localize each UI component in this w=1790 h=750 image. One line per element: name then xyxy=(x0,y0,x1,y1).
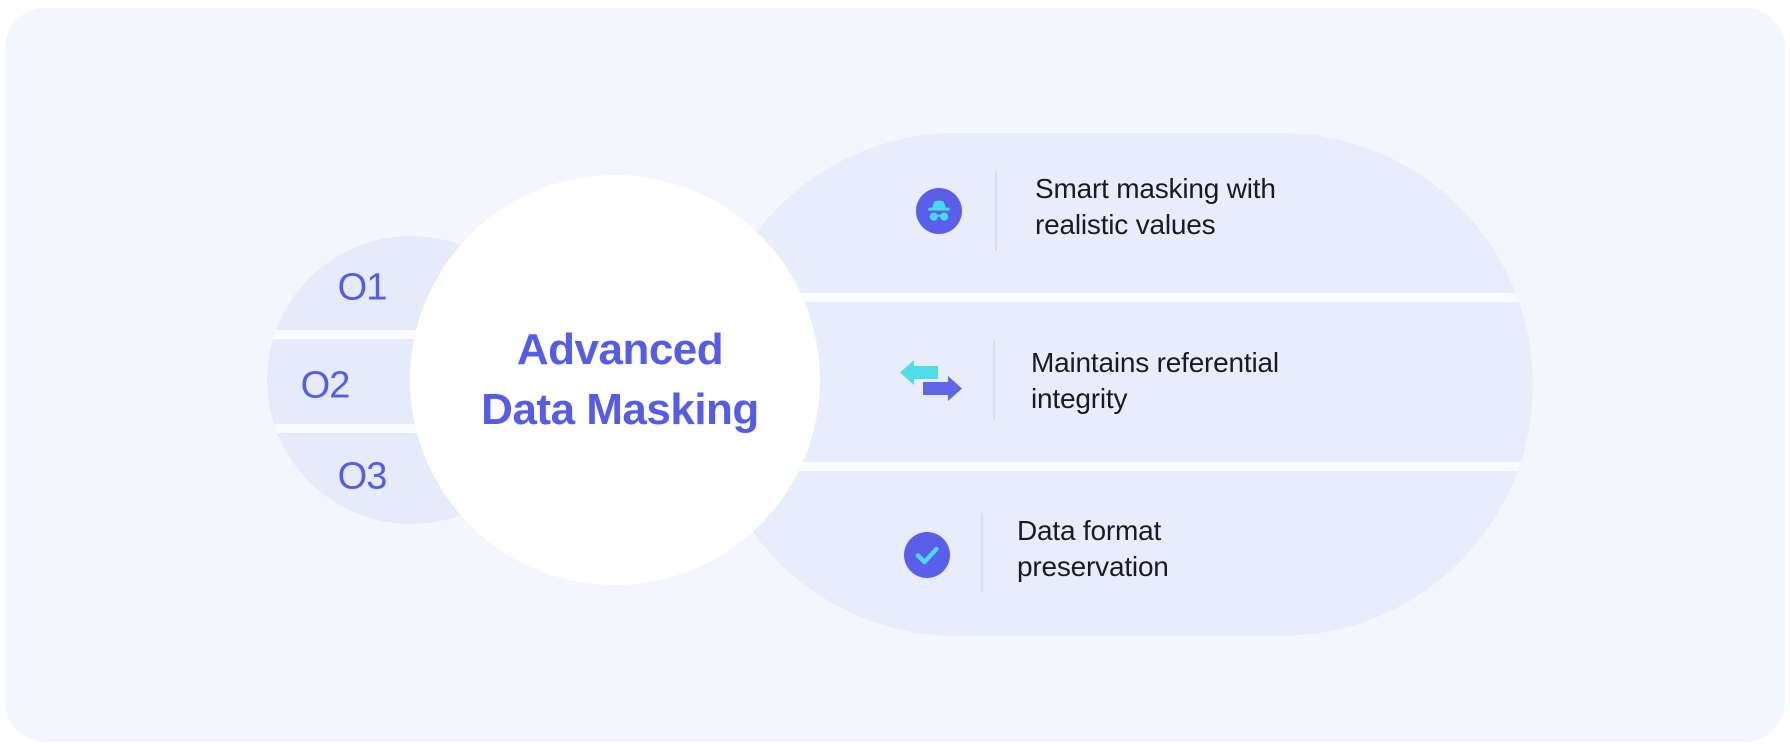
feature-3-text: Data format preservation xyxy=(1017,513,1169,585)
feature-2-divider xyxy=(993,340,995,420)
step-label-3: O3 xyxy=(337,455,388,498)
steps-divider-2 xyxy=(267,424,555,433)
incognito-icon xyxy=(916,188,962,234)
feature-2-text: Maintains referential integrity xyxy=(1031,345,1279,417)
feature-1-line2: realistic values xyxy=(1035,209,1216,240)
features-divider-2 xyxy=(705,462,1533,471)
feature-1-line1: Smart masking with xyxy=(1035,173,1276,204)
diagram-title: Advanced Data Masking xyxy=(410,320,830,440)
feature-3-line2: preservation xyxy=(1017,551,1169,582)
steps-divider-1 xyxy=(267,330,555,339)
diagram-title-line2: Data Masking xyxy=(481,385,759,434)
diagram-title-line1: Advanced xyxy=(516,325,724,374)
feature-2-line1: Maintains referential xyxy=(1031,347,1279,378)
check-badge-icon xyxy=(904,532,950,578)
swap-arrows-icon xyxy=(900,360,962,401)
step-label-2: O2 xyxy=(300,364,351,407)
card-background: O1 O2 O3 Advanced Data Masking Smart mas… xyxy=(5,8,1785,742)
title-circle xyxy=(410,175,820,585)
features-divider-1 xyxy=(705,293,1533,302)
feature-1-divider xyxy=(995,171,997,251)
feature-3-divider xyxy=(981,513,983,593)
step-label-1: O1 xyxy=(337,266,388,309)
feature-2-line2: integrity xyxy=(1031,383,1128,414)
features-panel xyxy=(705,133,1533,636)
feature-1-text: Smart masking with realistic values xyxy=(1035,171,1276,243)
feature-3-line1: Data format xyxy=(1017,515,1162,546)
